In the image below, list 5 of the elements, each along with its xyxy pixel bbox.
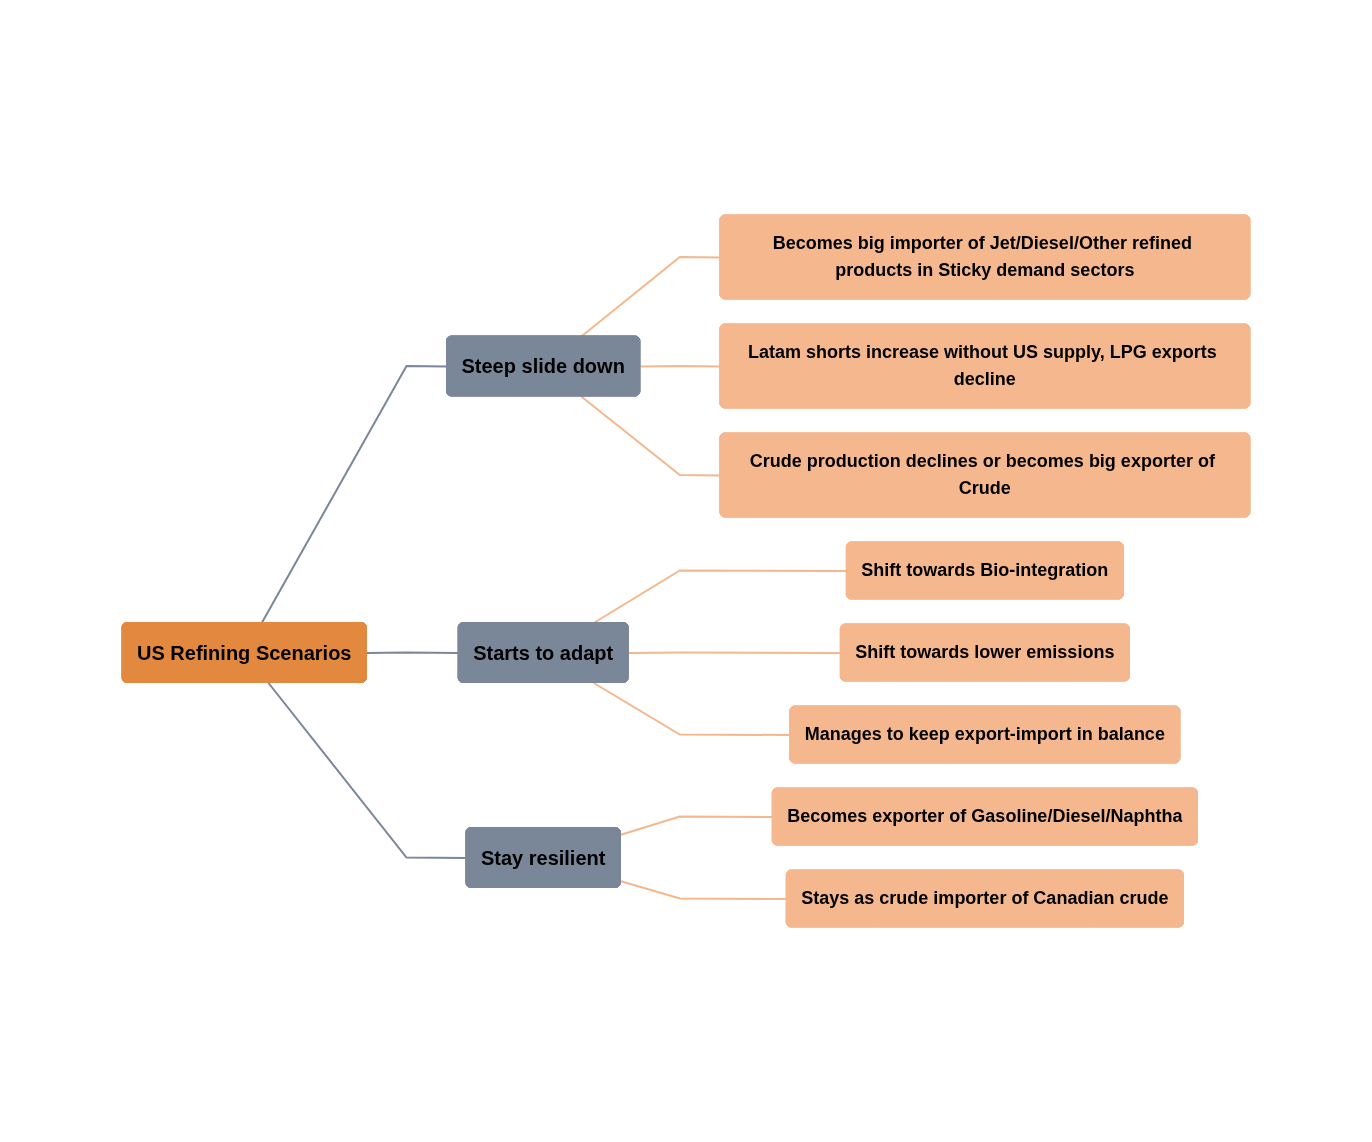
connector [366, 651, 460, 654]
connector [620, 815, 774, 836]
connector [627, 651, 842, 654]
connector [620, 880, 788, 900]
connector [592, 569, 848, 624]
